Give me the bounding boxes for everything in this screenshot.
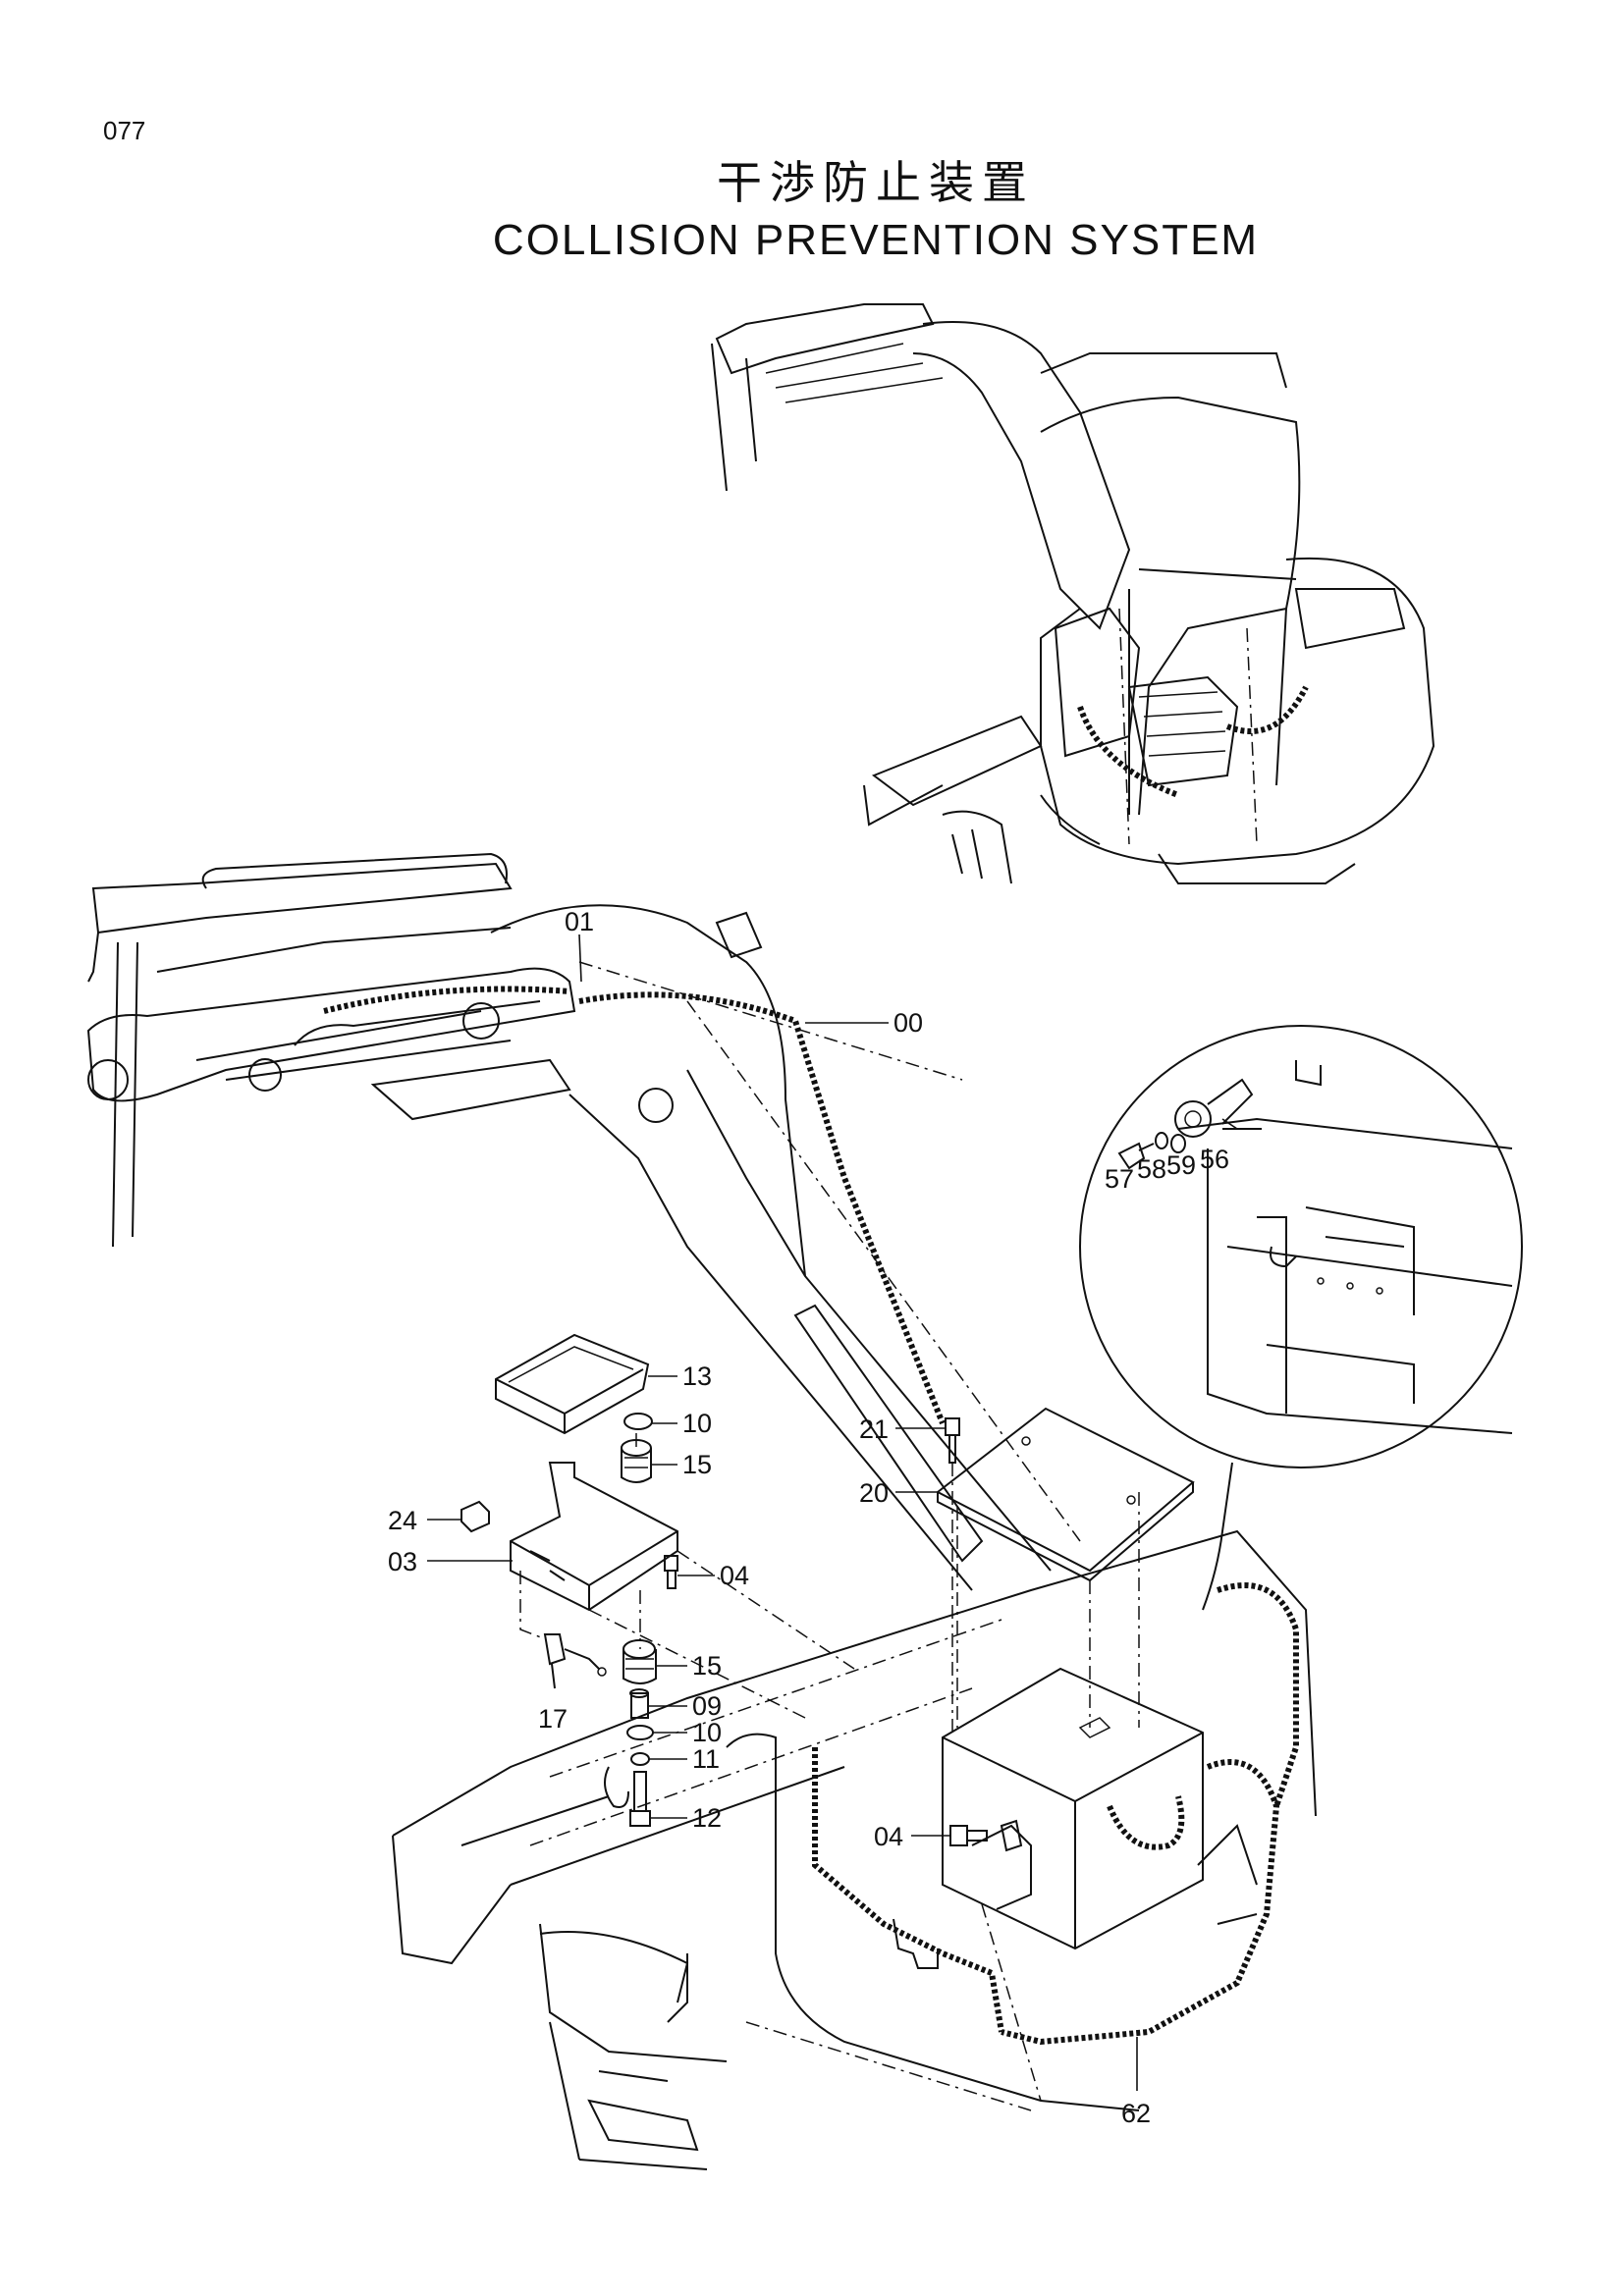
controller-bracket-group — [460, 1333, 855, 1827]
callout-01: 01 — [565, 907, 594, 936]
callout-20: 20 — [859, 1478, 889, 1508]
callout-62: 62 — [1121, 2099, 1151, 2128]
callout-15-top: 15 — [682, 1450, 712, 1479]
callout-04-box: 04 — [874, 1822, 903, 1851]
callout-21: 21 — [859, 1415, 889, 1444]
detail-magnifier — [1079, 1025, 1523, 1611]
page-title-japanese: 干渉防止装置 — [717, 156, 1035, 209]
callout-56: 56 — [1200, 1145, 1229, 1174]
callout-10-top: 10 — [682, 1409, 712, 1438]
callout-04-bracket: 04 — [720, 1561, 749, 1590]
page-number: 077 — [103, 116, 146, 145]
callout-59: 59 — [1166, 1150, 1196, 1180]
callout-03: 03 — [388, 1547, 417, 1576]
callout-17: 17 — [538, 1704, 568, 1734]
callout-13: 13 — [682, 1362, 712, 1391]
callout-57: 57 — [1105, 1164, 1134, 1194]
junction-box-group — [812, 1407, 1299, 2046]
callouts: 01 00 56 57 58 59 13 10 15 24 03 04 15 0… — [388, 907, 1238, 2128]
callout-15-lower: 15 — [692, 1651, 722, 1681]
callout-58: 58 — [1137, 1154, 1166, 1184]
upper-structure — [392, 1529, 1317, 2170]
callout-10-lower: 10 — [692, 1718, 722, 1747]
boom-assembly — [86, 852, 1081, 1591]
callout-24: 24 — [388, 1506, 417, 1535]
callout-11: 11 — [692, 1744, 720, 1774]
callout-12: 12 — [692, 1803, 722, 1833]
title-block: 干渉防止装置 COLLISION PREVENTION SYSTEM — [0, 147, 1624, 265]
callout-00: 00 — [893, 1008, 923, 1038]
callout-09: 09 — [692, 1691, 722, 1721]
overview-excavator — [711, 303, 1435, 884]
page-title: COLLISION PREVENTION SYSTEM — [492, 216, 1260, 264]
